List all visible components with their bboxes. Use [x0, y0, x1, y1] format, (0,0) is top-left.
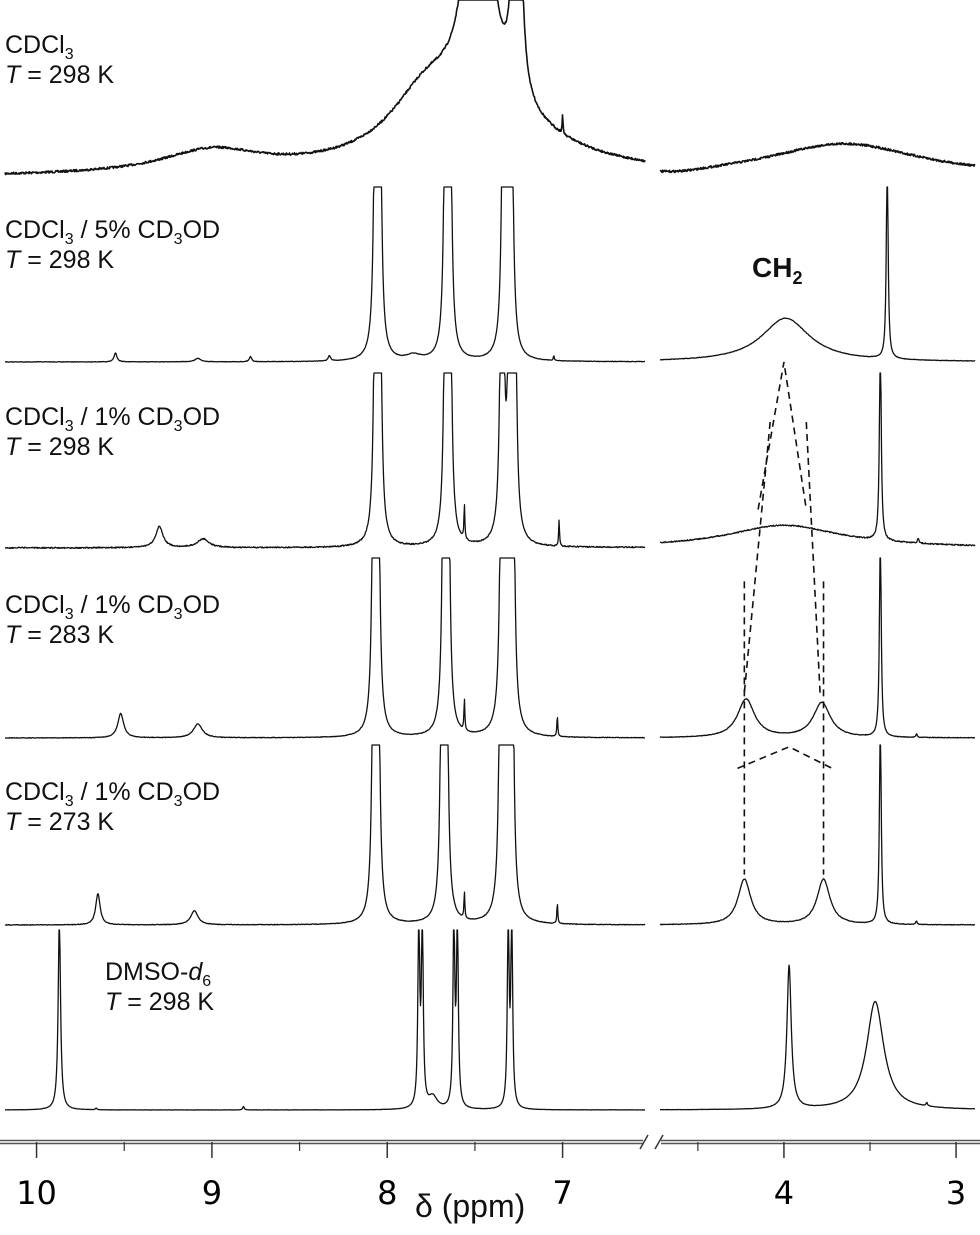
ch2-text: CH — [752, 252, 793, 283]
label-text: DMSO- — [105, 958, 189, 986]
label-text: 3 — [64, 606, 74, 623]
spectrum-trace-1-segment-2 — [659, 141, 976, 174]
label-text: CDCl — [5, 591, 65, 619]
label-text: T — [5, 808, 21, 836]
label-text: T — [105, 988, 121, 1016]
x-tick-label: 4 — [774, 1174, 794, 1212]
label-line: T = 273 K — [5, 807, 220, 837]
dashed-guide-line — [737, 745, 833, 770]
label-text: T — [5, 433, 21, 461]
label-text: OD — [182, 403, 221, 431]
label-line: CDCl3 — [5, 30, 114, 63]
label-line: DMSO-d6 — [105, 957, 214, 990]
label-text: = 298 K — [20, 246, 115, 274]
label-text: / 1% CD — [73, 778, 174, 806]
spectrum-trace-5-segment-2 — [659, 744, 976, 926]
label-text: T — [5, 61, 21, 89]
dashed-guide-line — [805, 421, 821, 694]
spectrum-trace-6-segment-2 — [659, 964, 976, 1111]
x-tick-label: 8 — [377, 1174, 397, 1212]
label-text: / 1% CD — [73, 403, 174, 431]
spectrum-trace-2-segment-1 — [4, 186, 646, 363]
spectrum-trace-3-segment-2 — [659, 372, 976, 547]
x-axis-label: δ (ppm) — [415, 1188, 526, 1224]
spectrum-trace-4-segment-2 — [659, 557, 976, 739]
label-text: 3 — [173, 793, 183, 810]
ch2-annotation: CH2 — [752, 252, 802, 287]
label-text: OD — [182, 216, 221, 244]
x-tick-label: 9 — [202, 1174, 222, 1212]
axis-break-icon — [654, 1134, 664, 1150]
axis-break-icon — [639, 1134, 649, 1150]
label-line: CDCl3 / 1% CD3OD — [5, 590, 221, 623]
label-text: 3 — [64, 231, 74, 248]
x-tick-label: 10 — [16, 1174, 57, 1212]
label-text: T — [5, 246, 21, 274]
spectrum-trace-2-segment-2 — [659, 186, 976, 362]
label-text: / 5% CD — [73, 216, 174, 244]
label-text: CDCl — [5, 216, 65, 244]
spectrum-trace-1-segment-1 — [4, 0, 646, 176]
label-text: 3 — [173, 418, 183, 435]
label-text: T — [5, 621, 21, 649]
label-text: OD — [182, 591, 221, 619]
label-text: CDCl — [5, 31, 65, 59]
spectrum-trace-4-segment-1 — [4, 557, 646, 739]
label-text: / 1% CD — [73, 591, 174, 619]
label-text: OD — [182, 778, 221, 806]
label-text: d — [188, 958, 203, 986]
label-text: 3 — [173, 231, 183, 248]
ch2-subscript: 2 — [792, 268, 803, 288]
label-text: 6 — [202, 973, 212, 990]
label-text: 3 — [64, 793, 74, 810]
label-line: CDCl3 / 5% CD3OD — [5, 215, 221, 248]
label-line: T = 283 K — [5, 620, 220, 650]
label-text: = 298 K — [20, 433, 115, 461]
label-text: = 298 K — [20, 61, 115, 89]
dashed-guide-line — [757, 361, 808, 510]
label-line: T = 298 K — [105, 987, 214, 1017]
spectrum-trace-3-segment-1 — [4, 372, 646, 550]
spectrum-trace-5-segment-1 — [4, 744, 646, 926]
label-line: T = 298 K — [5, 245, 220, 275]
axis-break-gap — [643, 1137, 661, 1147]
label-text: = 298 K — [120, 988, 215, 1016]
label-line: CDCl3 / 1% CD3OD — [5, 777, 221, 810]
label-text: 3 — [64, 418, 74, 435]
label-line: T = 298 K — [5, 60, 114, 90]
dashed-guide-line — [743, 421, 771, 694]
label-text: CDCl — [5, 403, 65, 431]
spectrum-trace-6-segment-1 — [4, 929, 646, 1111]
label-text: = 283 K — [20, 621, 115, 649]
label-line: CDCl3 / 1% CD3OD — [5, 402, 221, 435]
label-line: T = 298 K — [5, 432, 220, 462]
x-tick-label: 7 — [552, 1174, 572, 1212]
label-text: 3 — [173, 606, 183, 623]
label-text: = 273 K — [20, 808, 115, 836]
x-tick-label: 3 — [946, 1174, 966, 1212]
label-text: CDCl — [5, 778, 65, 806]
label-text: 3 — [64, 46, 74, 63]
